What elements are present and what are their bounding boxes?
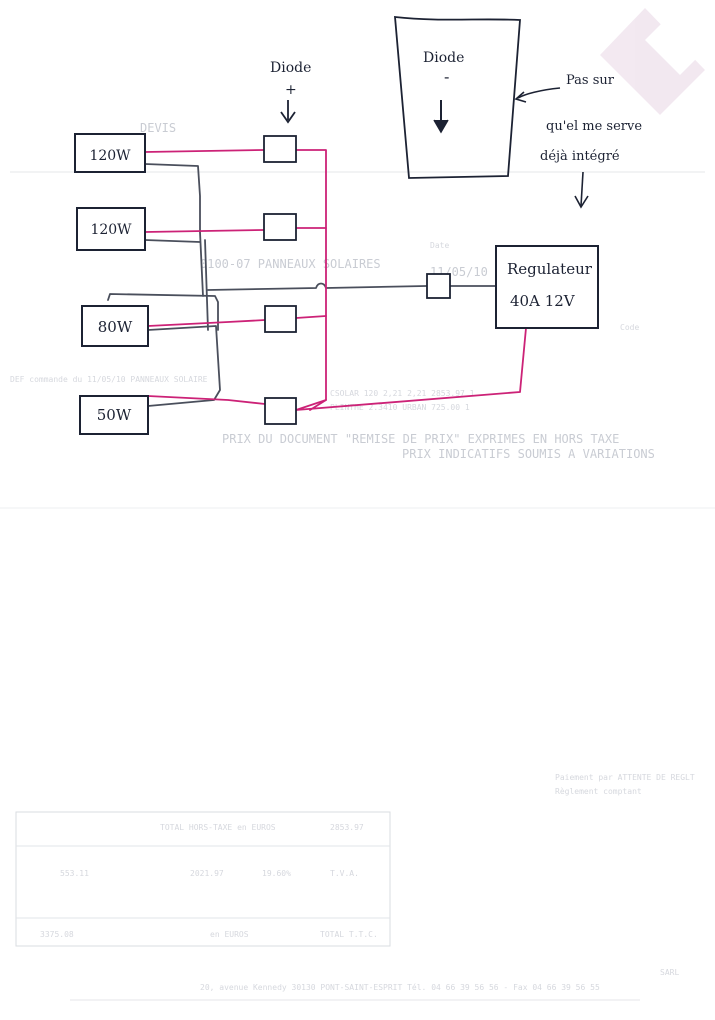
diode-detail-sign: - xyxy=(444,67,449,86)
footer-address: 20, avenue Kennedy 30130 PONT-SAINT-ESPR… xyxy=(200,982,600,992)
note-line-3: déjà intégré xyxy=(540,149,620,164)
diode-main xyxy=(426,273,451,299)
regulator-line-2: 40A 12V xyxy=(510,292,576,310)
totals-ht-label: TOTAL HORS-TAXE en EUROS xyxy=(160,823,276,832)
wire-neg-p4 xyxy=(147,325,221,407)
diode-detail-label: Diode xyxy=(423,50,464,66)
diode-4 xyxy=(264,397,297,425)
totals-ht-value: 2853.97 xyxy=(330,823,364,832)
doc-date-label: Date xyxy=(430,241,449,250)
panel-label: 120W xyxy=(90,222,132,238)
panel-50w: 50W xyxy=(79,395,149,435)
wire-pos-collector xyxy=(295,149,327,411)
doc-line-2: CSOLAR 120 2,21 2,21 2853.97 1 xyxy=(330,389,475,398)
panel-label: 50W xyxy=(97,406,132,424)
regulator: Regulateur 40A 12V xyxy=(495,245,599,329)
positive-wires xyxy=(144,149,527,411)
left-arrow-icon xyxy=(514,91,527,103)
background-document: DEVIS Date 11/05/10 0100-07 PANNEAUX SOL… xyxy=(0,8,715,1001)
diode-2 xyxy=(263,213,297,241)
panel-box xyxy=(76,207,146,251)
wire-pos-p3 xyxy=(147,319,266,327)
diode-3 xyxy=(264,305,297,333)
doc-code: Code xyxy=(620,323,639,332)
note-line-1: Pas sur xyxy=(566,73,615,88)
note-arrow-down-shaft xyxy=(580,171,584,207)
totals-ttc-label: TOTAL T.T.C. xyxy=(320,930,378,939)
panel-box xyxy=(81,305,149,347)
doc-ref: 0100-07 PANNEAUX SOLAIRES xyxy=(200,257,381,271)
wire-pos-d3 xyxy=(295,315,327,319)
totals-ttc-value: 3375.08 xyxy=(40,930,74,939)
panel-label: 80W xyxy=(98,318,133,336)
down-arrow-icon xyxy=(433,119,449,134)
totals-ttc-unit: en EUROS xyxy=(210,930,249,939)
doc-notice-1: PRIX DU DOCUMENT "REMISE DE PRIX" EXPRIM… xyxy=(222,432,619,446)
footer-company: SARL xyxy=(660,968,679,977)
down-arrow-icon xyxy=(574,195,589,209)
regulator-box xyxy=(495,245,599,329)
down-arrow-icon xyxy=(280,111,296,124)
watermark-logo xyxy=(600,8,705,115)
diode-label-group: Diode + xyxy=(270,60,311,124)
wire-neg-p1 xyxy=(144,163,204,297)
wire-pos-p2 xyxy=(144,229,264,233)
doc-line-1: DEF commande du 11/05/10 PANNEAUX SOLAIR… xyxy=(10,375,208,384)
panel-120w-2: 120W xyxy=(76,207,146,251)
panel-box xyxy=(79,395,149,435)
diode-plus: + xyxy=(285,82,297,98)
wire-pos-p1 xyxy=(144,149,264,153)
diodes xyxy=(263,135,451,425)
panels: 120W 120W 80W 50W xyxy=(74,133,149,435)
totals-tva-label: T.V.A. xyxy=(330,869,359,878)
note-arrow-left xyxy=(517,87,561,99)
panel-80w: 80W xyxy=(81,305,149,347)
wire-pos-to-regulator xyxy=(295,327,527,411)
totals-tva-base: 2021.97 xyxy=(190,869,224,878)
wire-neg-p2 xyxy=(144,239,201,243)
diode-label: Diode xyxy=(270,60,311,76)
diode-detail-outline xyxy=(394,15,521,179)
panel-120w-1: 120W xyxy=(74,133,146,173)
watermark-title: DEVIS xyxy=(140,121,176,135)
panel-label: 120W xyxy=(89,148,131,164)
doc-line-3: PLINTHE 2.3410 URBAN 725.00 1 xyxy=(330,403,470,412)
note-line-2: qu'el me serve xyxy=(546,119,642,134)
regulator-line-1: Regulateur xyxy=(507,260,593,278)
wire-neg-main xyxy=(207,282,427,291)
totals-tva-value: 553.11 xyxy=(60,869,89,878)
diode-1 xyxy=(263,135,297,163)
doc-notice-2: PRIX INDICATIFS SOUMIS A VARIATIONS xyxy=(402,447,655,461)
note: Pas sur qu'el me serve déjà intégré xyxy=(514,73,642,209)
totals-box xyxy=(15,811,391,947)
wire-pos-p4 xyxy=(147,395,266,405)
wire-neg-vertical xyxy=(204,239,209,331)
wire-neg-p3 xyxy=(107,293,219,331)
totals-tva-rate: 19.60% xyxy=(262,869,291,878)
doc-payment-1: Paiement par ATTENTE DE REGLT xyxy=(555,773,695,782)
panel-box xyxy=(74,133,146,173)
wiring xyxy=(107,149,527,411)
diode-detail: Diode - xyxy=(394,15,521,179)
doc-payment-2: Règlement comptant xyxy=(555,786,642,796)
